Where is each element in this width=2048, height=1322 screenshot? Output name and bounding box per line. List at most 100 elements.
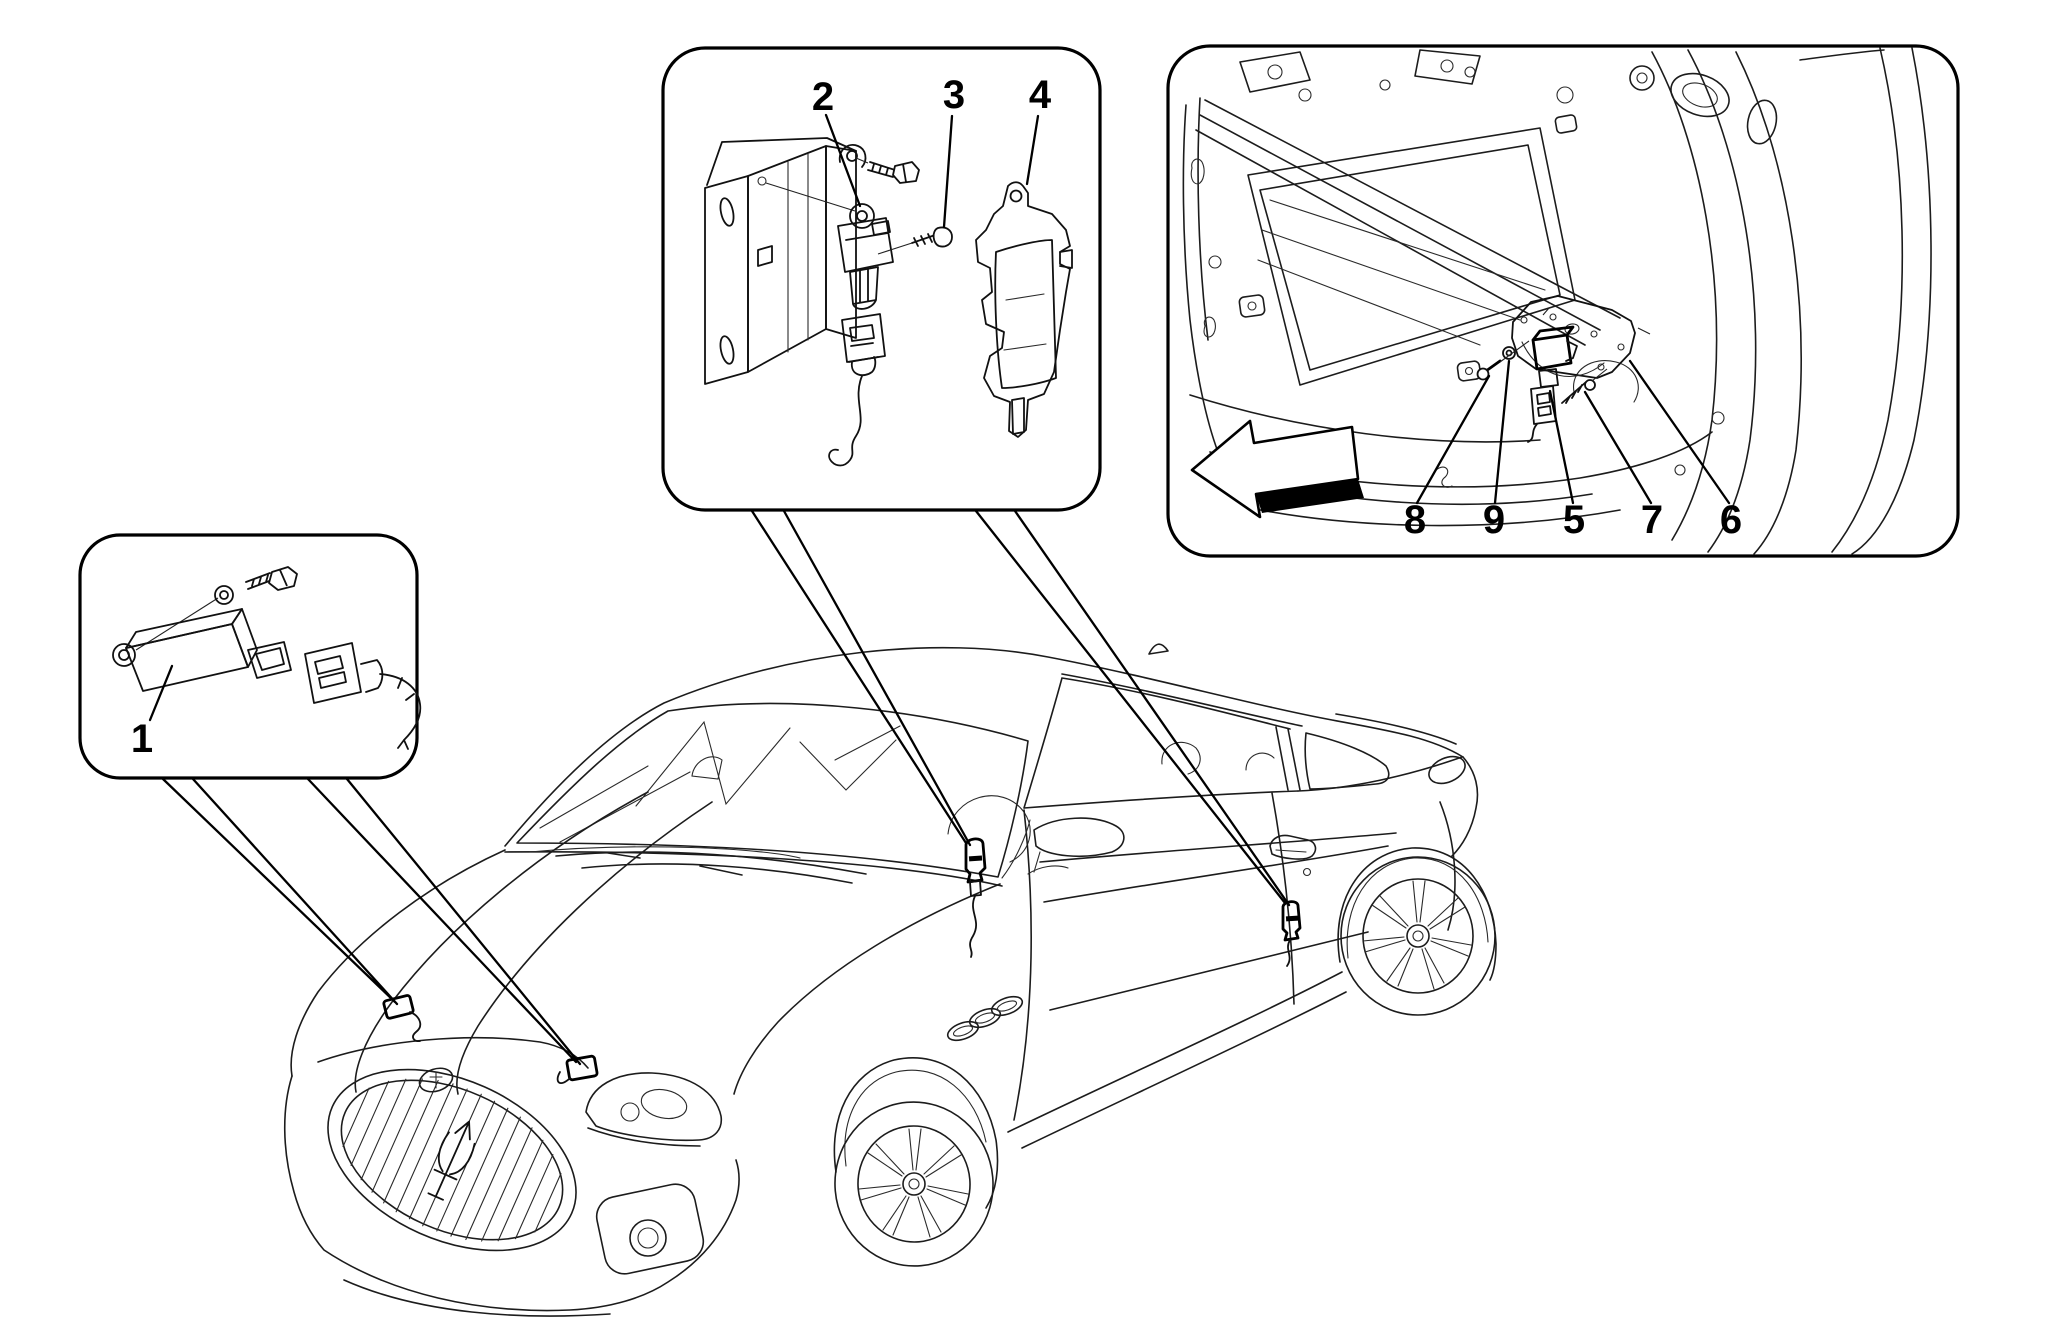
front-grille [327, 1068, 577, 1252]
rocker-lines [1007, 931, 1369, 1149]
top-oval-hole [1670, 72, 1730, 118]
part-label-4: 4 [1029, 73, 1052, 117]
door-front-edge [1182, 97, 1219, 453]
antenna-fin-icon [1148, 643, 1169, 655]
top-round-hole [1629, 65, 1655, 91]
door-handle-groove [1275, 849, 1307, 853]
label-7-leader [1583, 390, 1653, 505]
front-right-sensor-drawing [556, 1054, 599, 1085]
grommet [1554, 114, 1578, 134]
leader-front-box-to-left-sensor [161, 777, 399, 1006]
door-box-frame [1166, 44, 1960, 558]
bracket-6-plate [1511, 295, 1636, 379]
front-tire [834, 1101, 994, 1267]
part-label-3: 3 [943, 73, 965, 117]
sensor-5-fin [1565, 340, 1578, 362]
leader-triangles [161, 509, 1291, 1066]
headlight-outline [585, 1072, 723, 1142]
rear-hub-cap [1412, 930, 1424, 942]
part-label-7: 7 [1641, 498, 1663, 542]
sensor-2-boot [848, 356, 879, 377]
top-frame-piece [1239, 49, 1481, 93]
bracket-slot-hole [719, 197, 735, 227]
callout-box-front-sensor: 1 [78, 533, 422, 780]
bolt-head [268, 566, 298, 591]
fender-vent [990, 995, 1024, 1017]
rear-wheel-arch-lip [1346, 857, 1489, 959]
washer-9-outer [1502, 346, 1516, 360]
front-hub [902, 1172, 926, 1196]
screw-7-axis-line [1591, 368, 1608, 382]
quarter-window [1304, 732, 1390, 790]
seat-headrest [947, 795, 1031, 863]
grommet [1238, 294, 1266, 318]
cover-4-drawing [975, 181, 1073, 438]
front-intake [595, 1183, 705, 1275]
sensor-2-ear-outer [849, 203, 875, 229]
top-bolt-shaft [867, 161, 896, 178]
screw-3-axis [877, 242, 913, 255]
label-3-leader [942, 114, 954, 229]
bolt-icon [245, 566, 298, 591]
bracket-slot-hole [719, 335, 735, 365]
windshield-sensor-wire [969, 895, 978, 958]
sensor-2-wire [828, 375, 863, 467]
mounting-ear-outer [112, 643, 136, 667]
far-side-mirror [691, 756, 723, 780]
rear-door-sensor-band [1285, 915, 1299, 922]
label-5-leader [1548, 389, 1575, 505]
sensor-1-body [112, 608, 292, 692]
label-2-leader [824, 113, 862, 208]
bracket-6-oval-hole [1564, 323, 1580, 335]
hood-crease-lines [290, 791, 1001, 1095]
door-top-holes [1239, 49, 1778, 145]
bracket-right-flange [825, 145, 857, 339]
frame-piece-hole [1267, 64, 1283, 80]
washer-inner [219, 590, 229, 600]
door-opening-ribs [1257, 199, 1546, 346]
direction-arrow-outline [1190, 419, 1360, 519]
tail-edge [1451, 756, 1479, 857]
screw-3-icon [877, 226, 953, 255]
top-bolt-axis [855, 157, 869, 164]
headlight-bulb [620, 1102, 640, 1122]
sensor-2-neck [849, 266, 879, 310]
top-round-hole-inner [1636, 72, 1648, 84]
rear-tire [1340, 856, 1496, 1016]
front-right-sensor-wire [556, 1071, 571, 1085]
bracket-tab-hole [757, 245, 773, 267]
windshield-sensor-band [968, 855, 983, 862]
trident-emblem-icon [427, 1120, 476, 1201]
direction-arrow-icon [1190, 419, 1364, 519]
bolt-shaft [245, 572, 273, 590]
door-small-details [1435, 360, 1725, 488]
front-left-sensor-drawing [382, 994, 422, 1043]
washer-icon [214, 585, 234, 605]
grommet-hole [1247, 301, 1257, 311]
fender-vent-inner [996, 1000, 1018, 1012]
bracket-6-holes [1520, 313, 1625, 371]
frame-piece-hole [1440, 59, 1454, 73]
bracket-6-recess-arc [1521, 341, 1605, 377]
front-bumper-edges [283, 1036, 740, 1317]
fender-vent-inner [952, 1025, 974, 1037]
door-shell-curves [1651, 47, 1932, 555]
front-left-sensor-wire [409, 1011, 422, 1043]
bracket-face-lines [787, 153, 809, 353]
top-bolt-head [892, 161, 920, 184]
screw-3-shaft [911, 233, 939, 247]
trunk-line [1335, 713, 1457, 745]
bracket-ear-hole [846, 150, 858, 162]
intake-outline [595, 1183, 705, 1275]
side-mirror-stalk [1001, 819, 1069, 879]
cover-4-ear-hole [1009, 189, 1023, 203]
hood-badge-trident-icon [429, 1071, 443, 1089]
rear-wheel-arch [1337, 847, 1497, 981]
assembly-tick-marks [1542, 307, 1651, 335]
bracket-top-edges [706, 137, 857, 186]
label-1-leader [148, 664, 174, 722]
sensor-2-ear-hole [856, 210, 868, 222]
leader-bracket-box-to-windshield-sensor [750, 509, 972, 847]
sensor-1-side-face [231, 608, 258, 668]
